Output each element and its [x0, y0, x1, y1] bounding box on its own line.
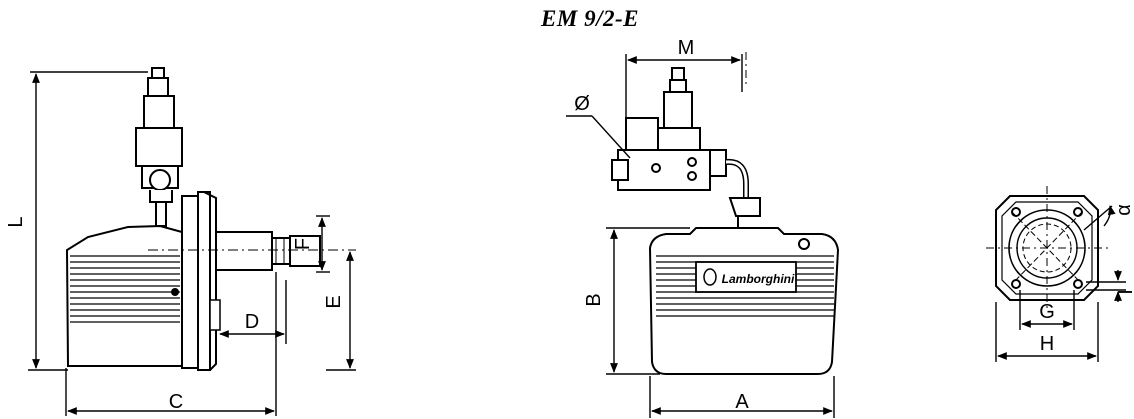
label-H: H [1040, 333, 1054, 355]
side-body-grille [70, 255, 180, 323]
front-view [611, 52, 840, 375]
label-A: A [735, 391, 749, 413]
label-C: C [169, 391, 183, 413]
side-view-dimensions [28, 71, 356, 416]
label-M: M [678, 37, 695, 59]
label-D: D [245, 311, 259, 333]
label-I: I [1115, 289, 1134, 295]
label-L: L [5, 216, 27, 227]
label-diameter: Ø [574, 93, 590, 115]
flange-view-dimensions [995, 205, 1126, 362]
label-G: G [1039, 301, 1055, 323]
flange-view [986, 186, 1108, 312]
logo-text: Lamborghini [722, 272, 795, 286]
front-view-dimensions [566, 54, 835, 418]
drawing-title: EM 9/2-E [541, 6, 639, 31]
label-F: F [292, 238, 314, 250]
label-B: B [583, 293, 605, 306]
label-E: E [323, 295, 345, 308]
side-view [65, 67, 356, 371]
label-angle: α [1113, 204, 1134, 216]
